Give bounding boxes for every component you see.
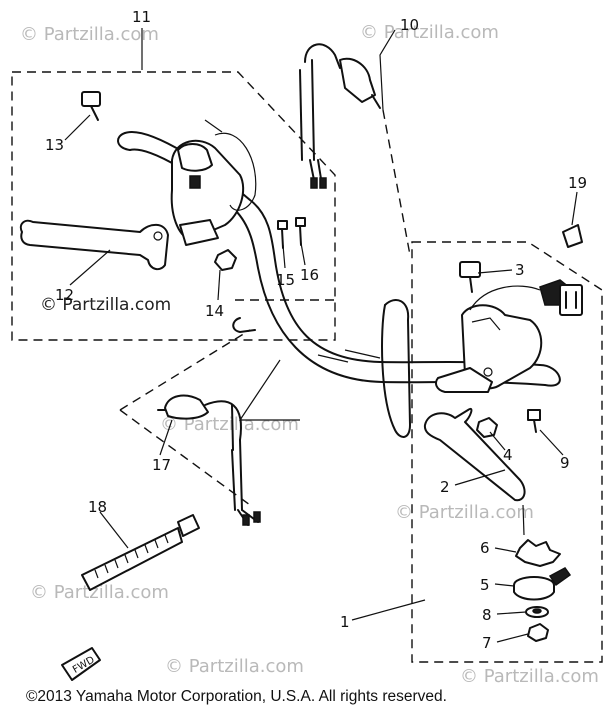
bolt-13 <box>81 91 101 121</box>
callout-9: 9 <box>560 454 570 472</box>
watermark-bottom-right: © Partzilla.com <box>460 666 599 687</box>
nut-14 <box>214 249 237 271</box>
callout-5: 5 <box>480 576 490 594</box>
tag-19 <box>562 224 583 248</box>
callout-18: 18 <box>88 498 107 516</box>
right-lever-holder <box>435 279 583 393</box>
watermark-dark: © Partzilla.com <box>40 295 171 315</box>
adjuster-5 <box>513 567 572 601</box>
callout-1: 1 <box>340 613 350 631</box>
callout-13: 13 <box>45 136 64 154</box>
callout-15: 15 <box>276 271 295 289</box>
cable-17 <box>157 394 261 526</box>
leader-17-box <box>119 329 251 506</box>
callout-10: 10 <box>400 16 419 34</box>
left-switch-assembly-box <box>11 71 336 341</box>
watermark-lower-right: © Partzilla.com <box>395 502 534 523</box>
callout-11: 11 <box>132 8 151 26</box>
watermark-lower-left: © Partzilla.com <box>30 582 169 603</box>
bolt-3 <box>459 261 481 293</box>
callout-17: 17 <box>152 456 171 474</box>
callout-7: 7 <box>482 634 492 652</box>
star-washer-6 <box>515 539 561 567</box>
watermark-mid: © Partzilla.com <box>160 414 299 435</box>
left-switch-housing <box>170 119 257 246</box>
nut-4 <box>476 417 498 438</box>
copyright-notice: ©2013 Yamaha Motor Corporation, U.S.A. A… <box>26 688 447 705</box>
screw-9 <box>527 409 541 433</box>
wire-clip <box>232 317 256 333</box>
callout-19: 19 <box>568 174 587 192</box>
watermark-top-left: © Partzilla.com <box>20 24 159 45</box>
washer-8 <box>525 606 549 618</box>
callout-3: 3 <box>515 261 525 279</box>
cable-10 <box>299 43 381 189</box>
callout-16: 16 <box>300 266 319 284</box>
right-lever-2 <box>423 407 526 502</box>
callout-6: 6 <box>480 539 490 557</box>
callout-4: 4 <box>503 446 513 464</box>
leader-lines <box>64 28 578 643</box>
watermark-top-right: © Partzilla.com <box>360 22 499 43</box>
leader-10-box <box>382 109 411 256</box>
watermark-bottom-left: © Partzilla.com <box>165 656 304 677</box>
fwd-arrow: FWD <box>61 647 101 681</box>
callout-8: 8 <box>482 606 492 624</box>
screw-16 <box>295 217 306 246</box>
nut-7 <box>527 623 549 642</box>
cable-tie-18 <box>81 514 200 591</box>
right-lever-assembly-box <box>411 241 603 663</box>
callout-12: 12 <box>55 286 74 304</box>
callout-14: 14 <box>205 302 224 320</box>
callout-2: 2 <box>440 478 450 496</box>
left-lever <box>19 219 169 271</box>
screw-15 <box>277 220 288 249</box>
